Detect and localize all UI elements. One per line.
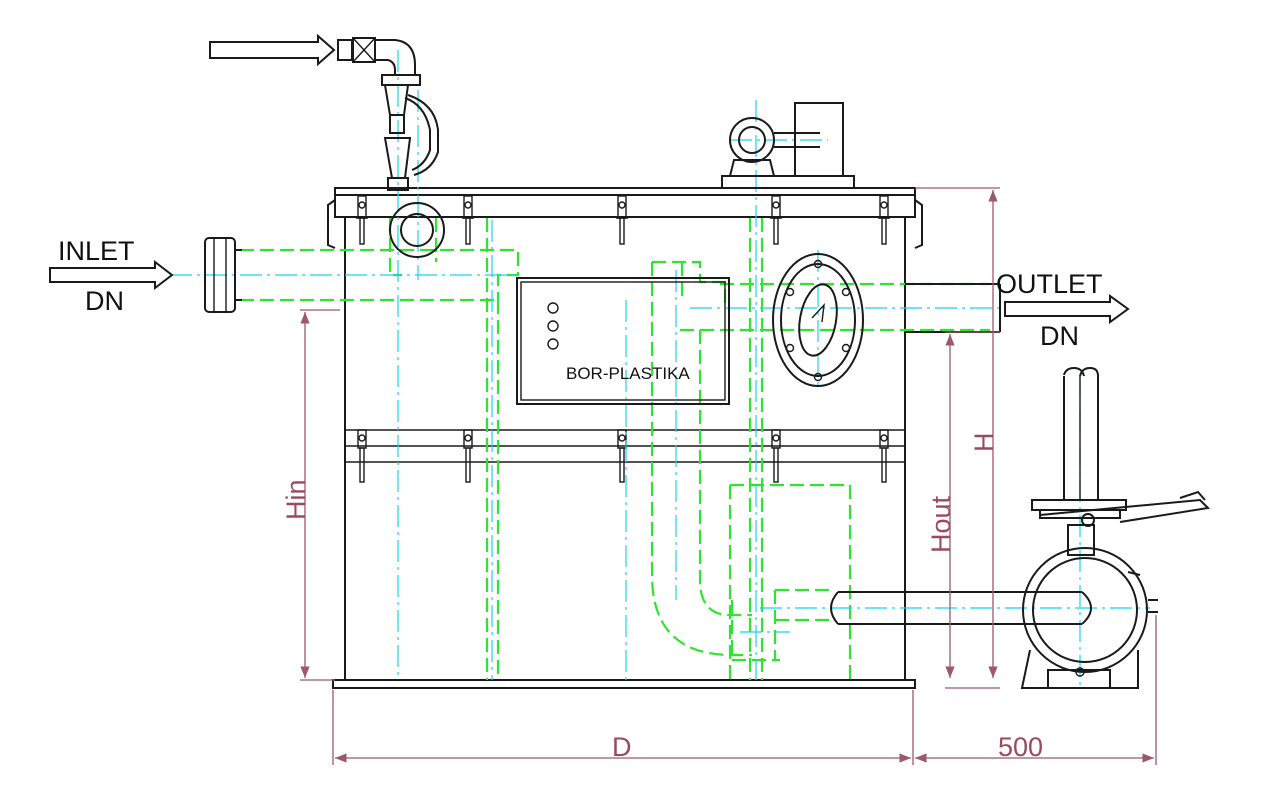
dim-d: D bbox=[612, 732, 632, 762]
tank-body bbox=[327, 187, 923, 689]
top-inlet-fitting bbox=[209, 33, 445, 258]
nameplate-label: BOR-PLASTIKA bbox=[566, 364, 690, 383]
dim-hin: Hin bbox=[281, 479, 311, 520]
control-panel bbox=[516, 277, 730, 405]
pump-valve bbox=[1020, 490, 1211, 689]
outlet-dn-label: DN bbox=[1040, 321, 1079, 351]
lid-clamps bbox=[356, 195, 890, 245]
blower-unit bbox=[721, 102, 855, 189]
inlet-label: INLET bbox=[58, 236, 135, 266]
inlet-dn-label: DN bbox=[85, 286, 124, 316]
stiffening-band bbox=[345, 429, 905, 463]
inlet-pipe bbox=[204, 237, 242, 313]
center-lines bbox=[170, 50, 1150, 690]
outlet-label: OUTLET bbox=[996, 269, 1103, 299]
band-clamps bbox=[357, 429, 889, 483]
inlet-arrow bbox=[49, 259, 174, 291]
dim-hout: Hout bbox=[926, 495, 956, 553]
internal-piping-hidden bbox=[240, 218, 990, 680]
inspection-window bbox=[772, 253, 864, 387]
dim-500: 500 bbox=[998, 732, 1043, 762]
discharge-pipe bbox=[830, 366, 1099, 625]
dimension-lines bbox=[300, 187, 1157, 765]
outlet-arrow bbox=[1004, 294, 1130, 324]
dim-h: H bbox=[969, 433, 999, 453]
